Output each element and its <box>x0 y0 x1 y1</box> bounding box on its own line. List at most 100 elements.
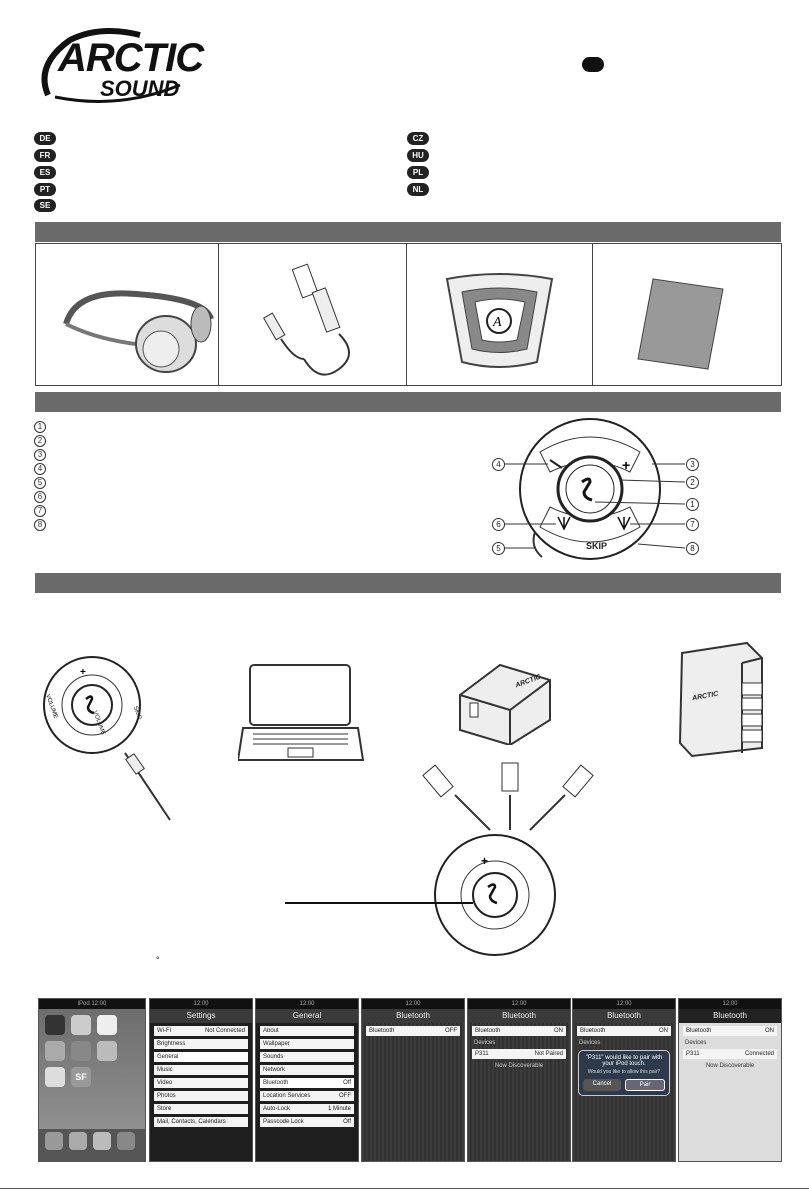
settings-row-music[interactable]: Music <box>154 1065 248 1075</box>
status-bar: 12:00 <box>362 999 464 1009</box>
pair-button[interactable]: Pair <box>625 1079 665 1091</box>
nav-title: Bluetooth <box>679 1009 781 1023</box>
list-number-8: 8 <box>34 519 46 531</box>
status-bar: 12:00 <box>150 999 252 1009</box>
pair-alert: "P311" would like to pair with your iPod… <box>578 1050 670 1096</box>
usb-cable-icon <box>262 263 350 376</box>
usb-charger-icon <box>459 663 551 745</box>
dock <box>39 1129 145 1161</box>
lang-badge-es[interactable]: ES <box>34 166 56 179</box>
settings-row-store[interactable]: Store <box>154 1104 248 1114</box>
settings-row-general[interactable]: General <box>154 1052 248 1062</box>
list-number-5: 5 <box>34 477 46 489</box>
logo-sound: SOUND <box>100 76 180 101</box>
status-bar: 12:00 <box>573 999 675 1009</box>
item-bluetooth-dongle: A <box>406 243 594 386</box>
nav-title: General <box>256 1009 358 1023</box>
nav-title: Bluetooth <box>573 1009 675 1023</box>
status-bar: iPod 12:00 <box>39 999 145 1009</box>
settings-row-video[interactable]: Video <box>154 1078 248 1088</box>
app-icon[interactable] <box>45 1041 65 1061</box>
app-icon[interactable] <box>71 1015 91 1035</box>
app-icon[interactable] <box>71 1041 91 1061</box>
svg-text:+: + <box>80 667 86 678</box>
lang-badge-fr[interactable]: FR <box>34 149 56 162</box>
screen-general: 12:00 General About Wallpaper Sounds Net… <box>255 998 359 1162</box>
pair-alert-subtext: Would you like to allow this pair? <box>587 1069 661 1075</box>
lang-badge-cz[interactable]: CZ <box>407 132 429 145</box>
list-number-6: 6 <box>34 491 46 503</box>
callout-2: 2 <box>686 476 699 489</box>
usb-plugs-illustration <box>422 762 594 831</box>
sf-app-icon[interactable]: SF <box>71 1067 91 1087</box>
logo-swoosh <box>41 28 181 103</box>
bottom-rule <box>0 1188 809 1189</box>
logo-arctic: ARCTIC <box>58 36 204 80</box>
general-row-wallpaper[interactable]: Wallpaper <box>260 1039 354 1049</box>
item-manual <box>592 243 782 386</box>
screen-home: iPod 12:00 SF <box>38 998 146 1162</box>
item-usb-cable <box>218 243 408 386</box>
callout-6: 6 <box>492 518 505 531</box>
list-number-1: 1 <box>34 421 46 433</box>
control-diagram: + <box>502 418 686 560</box>
discoverable-note: Now Discoverable <box>494 1063 544 1069</box>
dock-icon[interactable] <box>93 1132 111 1150</box>
nav-title: Bluetooth <box>468 1009 570 1023</box>
settings-row-brightness[interactable]: Brightness <box>154 1039 248 1049</box>
lang-badge-hu[interactable]: HU <box>407 149 429 162</box>
app-icon[interactable] <box>45 1067 65 1087</box>
pair-alert-text: "P311" would like to pair with your iPod… <box>585 1055 663 1067</box>
app-icon[interactable] <box>45 1015 65 1035</box>
settings-row-mail[interactable]: Mail, Contacts, Calendars <box>154 1117 248 1127</box>
usb-hub-icon <box>678 641 763 758</box>
list-number-7: 7 <box>34 505 46 517</box>
app-icon[interactable] <box>97 1041 117 1061</box>
devices-label: Devices <box>474 1040 496 1046</box>
settings-row-photos[interactable]: Photos <box>154 1091 248 1101</box>
lang-badge-se[interactable]: SE <box>34 199 56 212</box>
callout-3: 3 <box>686 458 699 471</box>
home-icon-grid: SF <box>39 1009 145 1093</box>
callout-7: 7 <box>686 518 699 531</box>
earpiece-center-illustration: + <box>285 834 556 956</box>
general-row-network[interactable]: Network <box>260 1065 354 1075</box>
discoverable-note: Now Discoverable <box>705 1063 755 1069</box>
dock-icon[interactable] <box>117 1132 135 1150</box>
lang-badge-pl[interactable]: PL <box>407 166 429 179</box>
cancel-button[interactable]: Cancel <box>583 1079 621 1091</box>
svg-text:+: + <box>481 854 488 868</box>
headset-icon <box>63 290 214 373</box>
dock-icon[interactable] <box>45 1132 63 1150</box>
devices-label: Devices <box>685 1040 707 1046</box>
app-icon[interactable] <box>97 1015 117 1035</box>
list-number-3: 3 <box>34 449 46 461</box>
manual-icon <box>637 278 724 370</box>
lang-badge-de[interactable]: DE <box>34 132 56 145</box>
general-row-sounds[interactable]: Sounds <box>260 1052 354 1062</box>
callout-8: 8 <box>686 542 699 555</box>
status-bar: 12:00 <box>256 999 358 1009</box>
nav-title: Settings <box>150 1009 252 1023</box>
dongle-icon: A <box>445 273 554 368</box>
general-row-about[interactable]: About <box>260 1026 354 1036</box>
dock-icon[interactable] <box>69 1132 87 1150</box>
lang-badge-pt[interactable]: PT <box>34 183 56 196</box>
plus-label: + <box>622 457 630 473</box>
lang-badge-nl[interactable]: NL <box>407 183 429 196</box>
